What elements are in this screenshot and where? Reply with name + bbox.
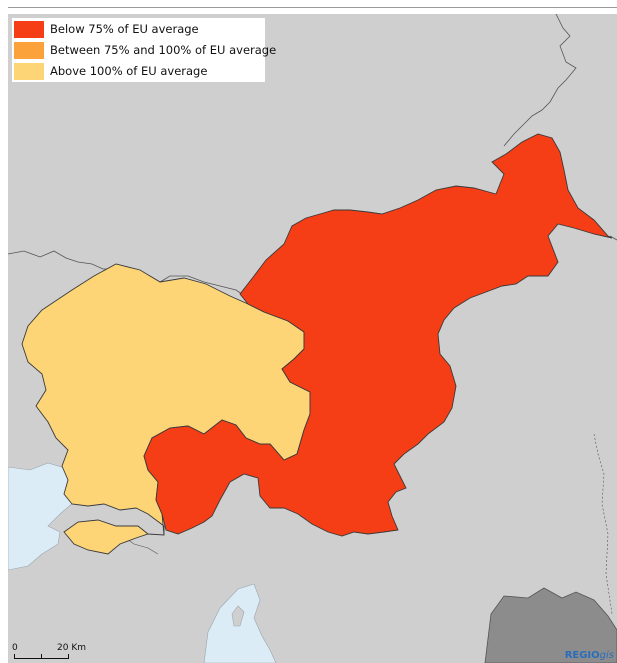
map-svg (8, 14, 617, 663)
border-south-east (593, 433, 613, 615)
legend-swatch (14, 62, 44, 80)
legend-label: Below 75% of EU average (50, 22, 199, 36)
legend: Below 75% of EU average Between 75% and … (12, 18, 276, 82)
legend-swatch (14, 20, 44, 38)
legend-item-above-100: Above 100% of EU average (14, 61, 265, 81)
dark-neighbour-region (484, 587, 617, 663)
island (231, 605, 245, 627)
regiogis-logo: REGIOgis (565, 650, 614, 661)
legend-label: Between 75% and 100% of EU average (50, 43, 277, 57)
logo-gis-text: gis (599, 650, 614, 661)
border-east (609, 235, 617, 241)
scale-tick (68, 654, 69, 659)
map-frame: Below 75% of EU average Between 75% and … (8, 14, 617, 663)
logo-regio-text: REGIO (564, 650, 600, 661)
scale-tick (14, 654, 15, 659)
scale-end-label: 20 Km (57, 643, 86, 653)
region-vzhodna-slovenija[interactable] (143, 133, 613, 537)
legend-swatch (14, 41, 44, 59)
scale-start-label: 0 (12, 643, 18, 653)
sea-north-adriatic (8, 462, 81, 571)
legend-label: Above 100% of EU average (50, 64, 208, 78)
legend-item-below-75: Below 75% of EU average (14, 19, 265, 39)
border-north-east (503, 14, 577, 147)
legend-item-between-75-100: Between 75% and 100% of EU average (14, 40, 276, 60)
top-rule (8, 7, 617, 8)
scale-tick (41, 654, 42, 659)
scale-bar: 0 20 Km (11, 643, 91, 663)
